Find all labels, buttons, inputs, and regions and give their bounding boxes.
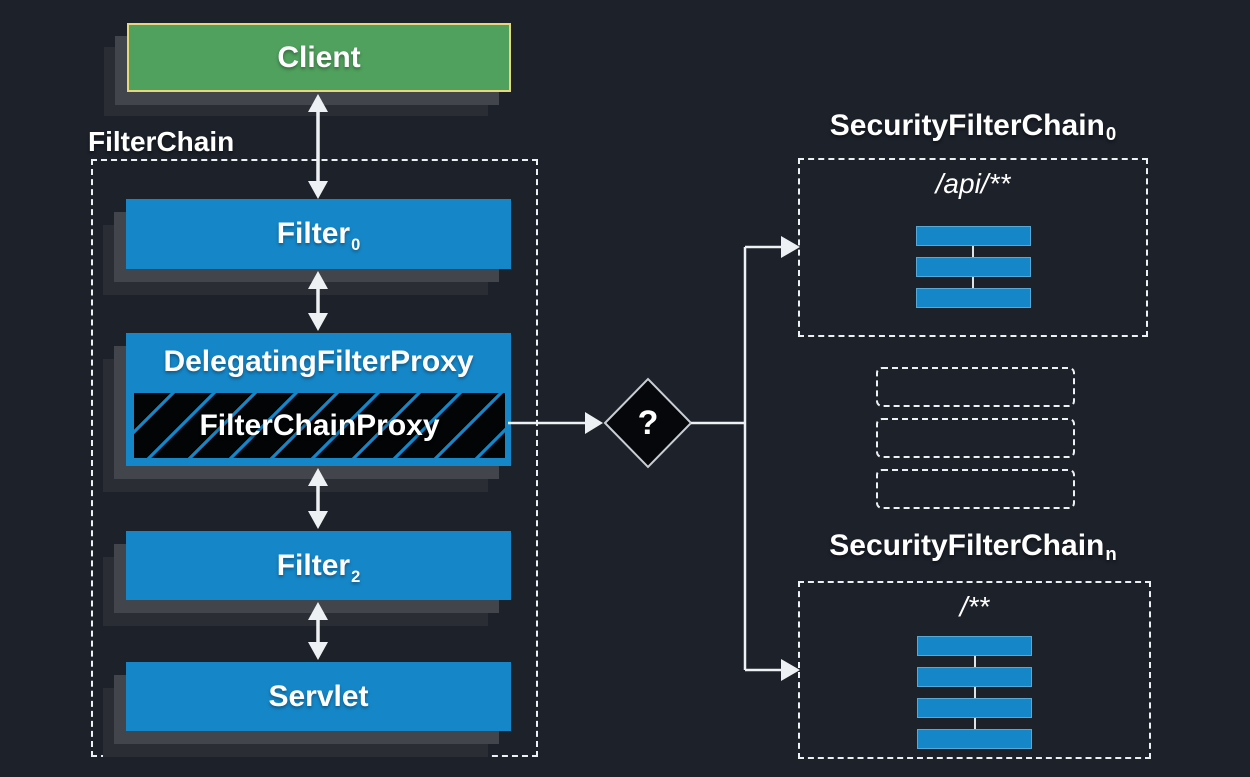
filter2-label: Filter2: [276, 548, 361, 586]
placeholder-chain-stack: [876, 367, 1075, 509]
servlet-box: Servlet: [126, 662, 511, 731]
branch-arrow-top: [745, 236, 800, 258]
branch-arrow-bottom: [745, 659, 800, 681]
filter2-subscript: 2: [351, 567, 361, 586]
securityfilterchain0-title: SecurityFilterChain0: [829, 109, 1117, 145]
delegatingfilterproxy-box: DelegatingFilterProxy FilterChainProxy: [126, 333, 511, 466]
securityfilterchain0-box: /api/**: [798, 158, 1148, 337]
filter-bar: [917, 698, 1032, 718]
filter-bar: [917, 636, 1032, 656]
servlet-label: Servlet: [268, 679, 369, 713]
filter2-box: Filter2: [126, 531, 511, 600]
placeholder-chain-rect: [876, 469, 1075, 509]
securityfilterchainn-filter-bar-stack: [917, 636, 1032, 749]
filter0-box: Filter0: [126, 199, 511, 269]
filter-bar: [915, 257, 1031, 277]
filter-bar: [917, 667, 1032, 687]
filterchain-label: FilterChain: [88, 126, 235, 157]
filter0-subscript: 0: [351, 236, 361, 255]
securityfilterchainn-url-pattern: /**: [959, 591, 990, 622]
securityfilterchain0-subscript: 0: [1105, 123, 1117, 145]
securityfilterchainn-box: /**: [798, 581, 1151, 759]
filter-bar: [915, 288, 1031, 308]
filterchain-container: [91, 159, 538, 757]
filterchainproxy-label: FilterChainProxy: [199, 408, 440, 442]
client-label: Client: [277, 40, 361, 74]
securityfilterchainn-subscript: n: [1105, 543, 1117, 565]
decision-diamond-label: ?: [637, 404, 659, 442]
filter-bar: [915, 226, 1031, 246]
delegatingfilterproxy-label: DelegatingFilterProxy: [163, 344, 474, 378]
securityfilterchain0-url-pattern: /api/**: [935, 168, 1011, 199]
placeholder-chain-rect: [876, 367, 1075, 407]
securityfilterchain0-filter-bar-stack: [915, 226, 1031, 308]
placeholder-chain-rect: [876, 418, 1075, 458]
filterchainproxy-box: FilterChainProxy: [131, 390, 508, 461]
client-box: Client: [127, 23, 511, 92]
branch-line: [691, 247, 747, 670]
filter-bar: [917, 729, 1032, 749]
filter0-label: Filter0: [276, 217, 361, 255]
securityfilterchainn-title: SecurityFilterChainn: [829, 529, 1117, 565]
